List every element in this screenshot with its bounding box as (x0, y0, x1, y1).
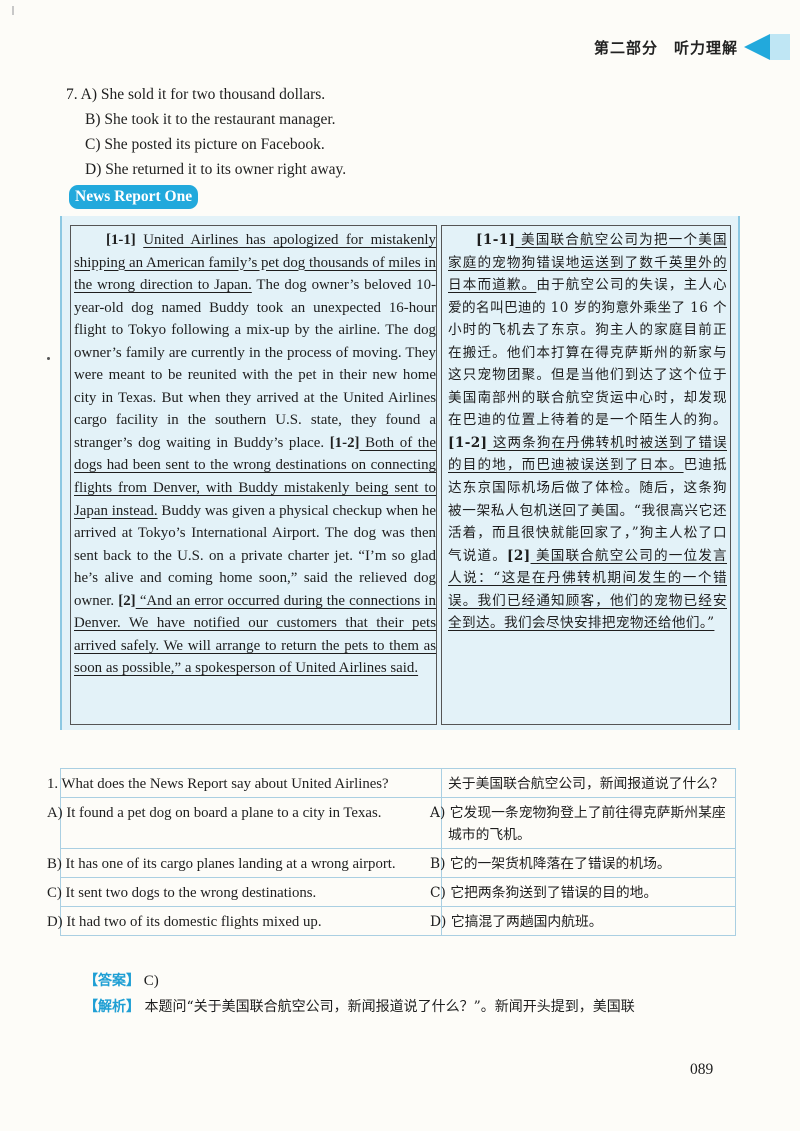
key-sentence-2: “And an error occurred during the connec… (74, 592, 437, 677)
body-text: Buddy was given a physical checkup when … (74, 502, 436, 609)
table-row: C) It sent two dogs to the wrong destina… (47, 877, 736, 907)
table-row: B) It has one of its cargo planes landin… (47, 848, 736, 878)
option-a: 7. A) She sold it for two thousand dolla… (66, 86, 326, 103)
key-sentence-2: 美国联合航空公司的一位发言人说：“这是在丹佛转机期间发生的一个错误。我们已经通知… (448, 547, 727, 632)
option-c-zh: C) 它把两条狗送到了错误的目的地。 (430, 877, 736, 907)
tag-1-2: [1-2] (329, 434, 360, 451)
tag-2: [2] (118, 592, 136, 609)
key-sentence-1-2: 这两条狗在丹佛转机时被送到了错误的目的地，而巴迪被误送到了日本。 (448, 434, 727, 474)
scan-dot (47, 357, 50, 360)
arrow-left-icon (744, 34, 770, 60)
answer-label: 【答案】 (84, 973, 140, 989)
key-sentence-1-1: United Airlines has apologized for mista… (74, 232, 436, 294)
answer-value: C) (140, 973, 159, 989)
tag-2: [2] (507, 547, 531, 564)
table-row: A) It found a pet dog on board a plane t… (47, 797, 736, 849)
body-text: The dog owner’s beloved 10-year-old dog … (74, 277, 437, 451)
option-a: A) It found a pet dog on board a plane t… (47, 797, 442, 849)
report-english: [1-1] United Airlines has apologized for… (70, 225, 437, 725)
option-c: C) It sent two dogs to the wrong destina… (47, 877, 442, 907)
report-chinese: [1-1] 美国联合航空公司为把一个美国家庭的宠物狗错误地运送到了数千英里外的日… (441, 225, 731, 725)
header-tab-bar (770, 34, 790, 60)
option-d: D) She returned it to its owner right aw… (85, 161, 347, 178)
answer-row: 【答案】 C) (84, 968, 159, 994)
question-stem-zh: 关于美国联合航空公司，新闻报道说了什么？ (441, 768, 736, 798)
body-text: 由于航空公司的失误，主人心爱的名叫巴迪的 10 岁的狗意外乘坐了 16 个小时的… (448, 277, 728, 429)
scan-mark (12, 6, 14, 15)
question-stem: 1. What does the News Report say about U… (47, 768, 442, 798)
report-box (60, 216, 740, 730)
question-1-table: 1. What does the News Report say about U… (47, 768, 736, 936)
body-text: 巴迪抵达东京国际机场后做了体检。随后，这条狗被一架私人包机送回了美国。“我很高兴… (448, 457, 728, 564)
tag-1-1: [1-1] (476, 232, 516, 248)
option-d: D) It had two of its domestic flights mi… (47, 906, 442, 936)
section-title: 第二部分 听力理解 (593, 38, 738, 57)
analysis-label: 【解析】 (84, 999, 140, 1015)
table-row: 1. What does the News Report say about U… (47, 768, 736, 798)
page-header: 第二部分 听力理解 (594, 34, 790, 60)
option-b: B) She took it to the restaurant manager… (85, 111, 336, 128)
report-chinese-paragraph: [1-1] 美国联合航空公司为把一个美国家庭的宠物狗错误地运送到了数千英里外的日… (448, 229, 727, 635)
tag-1-2: [1-2] (448, 434, 488, 451)
option-a-zh: A) 它发现一条宠物狗登上了前往得克萨斯州某座城市的飞机。 (430, 797, 736, 849)
option-b-zh: B) 它的一架货机降落在了错误的机场。 (430, 848, 736, 878)
option-d-zh: D) 它搞混了两趟国内航班。 (430, 906, 736, 936)
tag-1-1: [1-1] (106, 232, 136, 248)
section-label: News Report One (69, 185, 199, 209)
option-b: B) It has one of its cargo planes landin… (47, 848, 442, 878)
question-7-options: 7. A) She sold it for two thousand dolla… (66, 82, 346, 182)
table-row: D) It had two of its domestic flights mi… (47, 906, 736, 936)
page-number: 089 (690, 1061, 714, 1078)
analysis-text: 本题问“关于美国联合航空公司，新闻报道说了什么？”。新闻开头提到，美国联 (140, 999, 635, 1015)
report-english-paragraph: [1-1] United Airlines has apologized for… (74, 229, 436, 680)
key-sentence-1-1: 美国联合航空公司为把一个美国家庭的宠物狗错误地运送到了数千英里外的日本而道歉。 (448, 232, 727, 294)
key-sentence-1-2: Both of the dogs had been sent to the wr… (74, 434, 436, 519)
analysis-row: 【解析】 本题问“关于美国联合航空公司，新闻报道说了什么？”。新闻开头提到，美国… (84, 994, 734, 1020)
option-c: C) She posted its picture on Facebook. (85, 136, 325, 153)
